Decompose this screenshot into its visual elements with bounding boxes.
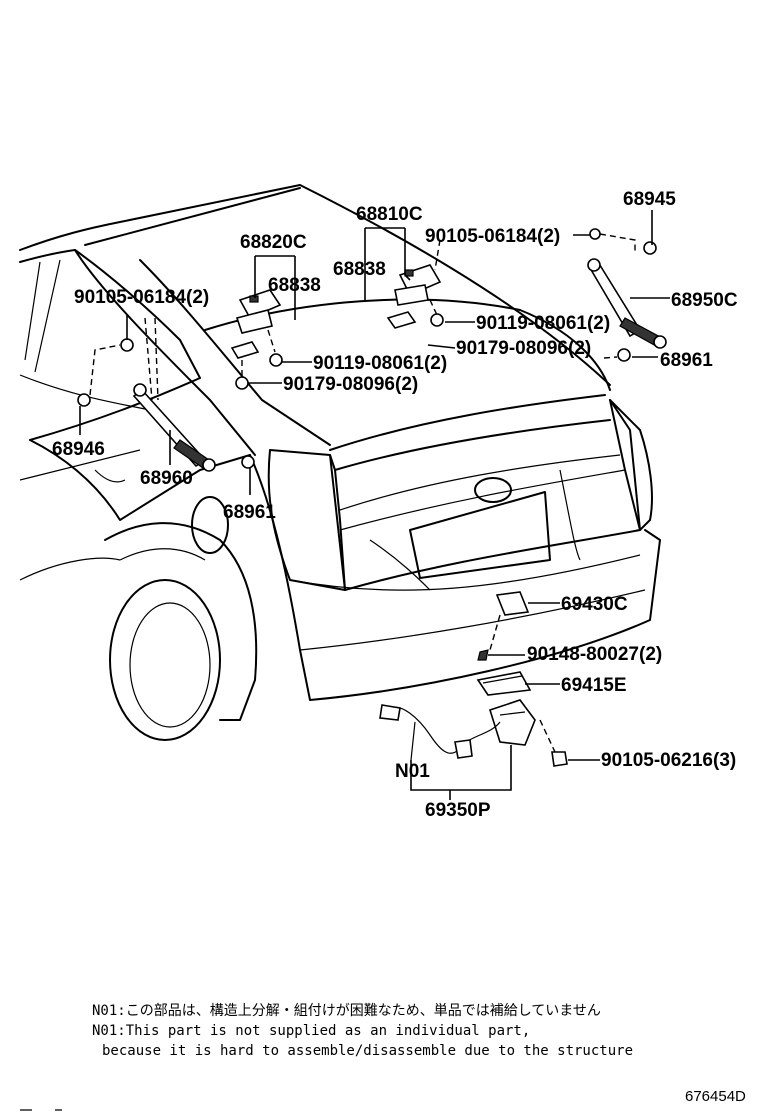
gas-strut-left	[77, 317, 255, 472]
part-label-90119-08061-right: 90119-08061(2)	[476, 313, 610, 334]
part-label-68838-right: 68838	[333, 259, 386, 280]
part-labels: 68810C 68820C 68838 68838 68945 90105-06…	[52, 189, 738, 821]
illustration-id: 676454D	[685, 1088, 746, 1105]
part-label-69415E: 69415E	[561, 675, 627, 696]
footnotes: N01:この部品は、構造上分解・組付けが困難なため、単品では補給していません N…	[92, 1003, 633, 1059]
gas-strut-right	[587, 228, 667, 362]
part-label-90105-06184-right: 90105-06184(2)	[425, 226, 560, 247]
part-label-90148-80027: 90148-80027(2)	[527, 644, 662, 665]
part-label-68946: 68946	[52, 439, 105, 460]
part-label-69430C: 69430C	[561, 594, 628, 615]
part-label-69350P: 69350P	[425, 800, 491, 821]
part-label-68838-left: 68838	[268, 275, 321, 296]
part-label-68961-right: 68961	[660, 350, 713, 371]
note-english-1: N01:This part is not supplied as an indi…	[92, 1023, 530, 1039]
part-label-68961-left: 68961	[223, 502, 276, 523]
part-label-90179-08096-right: 90179-08096(2)	[456, 338, 591, 359]
part-label-90105-06216: 90105-06216(3)	[601, 750, 736, 771]
part-label-68820C: 68820C	[240, 232, 307, 253]
leader-lines	[79, 210, 670, 800]
note-english-2: because it is hard to assemble/disassemb…	[102, 1043, 633, 1059]
hinge-left-illustration	[230, 289, 283, 390]
part-label-68810C: 68810C	[356, 204, 423, 225]
car-body-illustration	[19, 184, 661, 741]
part-label-90179-08096-left: 90179-08096(2)	[283, 374, 418, 395]
note-japanese: N01:この部品は、構造上分解・組付けが困難なため、単品では補給していません	[92, 1003, 601, 1019]
part-label-90119-08061-left: 90119-08061(2)	[313, 353, 447, 374]
part-label-90105-06184-left: 90105-06184(2)	[74, 287, 209, 308]
part-label-68945: 68945	[623, 189, 676, 210]
part-label-68950C: 68950C	[671, 290, 738, 311]
lock-assembly-illustration	[379, 591, 568, 767]
part-label-N01: N01	[395, 761, 430, 782]
part-label-68960: 68960	[140, 468, 193, 489]
hinge-right-illustration	[386, 239, 444, 329]
